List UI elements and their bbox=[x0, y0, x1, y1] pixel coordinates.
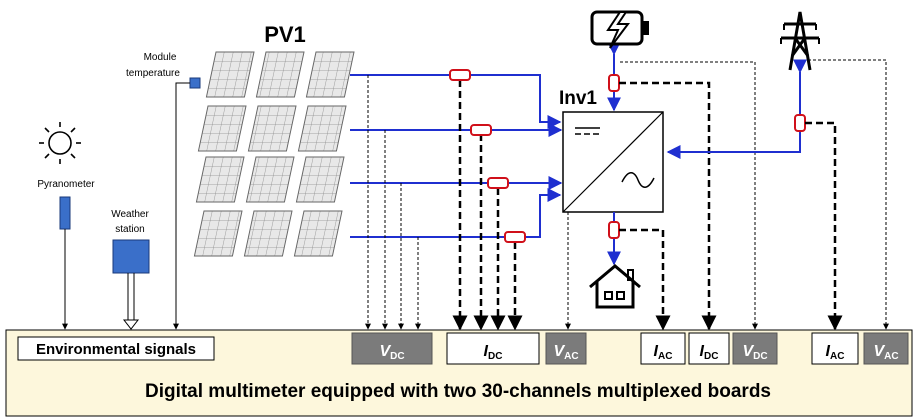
pyranometer-label: Pyranometer bbox=[37, 179, 95, 190]
house-icon bbox=[589, 264, 641, 309]
channel-main: I bbox=[654, 343, 659, 360]
channel-main: V bbox=[873, 343, 885, 360]
channel-main: V bbox=[742, 343, 754, 360]
module-temp-signal bbox=[173, 82, 190, 330]
pv-panel-icon bbox=[193, 210, 343, 257]
multimeter-caption: Digital multimeter equipped with two 30-… bbox=[145, 381, 771, 402]
idc-measure-lines bbox=[452, 80, 523, 331]
grid-link-wire bbox=[666, 59, 807, 159]
module-temp-sensor bbox=[189, 77, 201, 89]
current-sensor-clamps bbox=[449, 69, 526, 243]
pv-panel-icon bbox=[197, 105, 347, 152]
channel-main: V bbox=[553, 343, 565, 360]
module-temp-label-1: Module bbox=[144, 52, 177, 63]
channel-box-vac-2: VAC bbox=[863, 332, 909, 365]
channel-main: I bbox=[700, 343, 705, 360]
pv-array bbox=[193, 51, 355, 257]
channel-box-vdc-2: VDC bbox=[732, 332, 778, 365]
channel-sub: DC bbox=[704, 351, 718, 362]
channel-box-idc-2: IDC bbox=[688, 332, 730, 365]
channel-box-vac-1: VAC bbox=[545, 332, 587, 365]
pyranometer-device bbox=[59, 196, 71, 230]
svg-text:IDC: IDC bbox=[700, 343, 719, 362]
house-current-clamp bbox=[608, 221, 620, 239]
pv-panel-icon bbox=[195, 156, 345, 203]
channel-sub: DC bbox=[390, 351, 404, 362]
svg-text:VAC: VAC bbox=[553, 343, 578, 362]
weather-station-device bbox=[112, 239, 150, 274]
weather-label-2: station bbox=[115, 224, 144, 235]
weather-label-1: Weather bbox=[111, 209, 149, 220]
channel-box-vdc-1: VDC bbox=[351, 332, 433, 365]
channel-main: V bbox=[379, 343, 391, 360]
vdc-measure-lines bbox=[365, 75, 421, 330]
svg-text:VDC: VDC bbox=[742, 343, 767, 362]
channel-sub: DC bbox=[488, 351, 502, 362]
iac-measure-line-1 bbox=[619, 228, 671, 331]
vac-measure-line-1 bbox=[563, 211, 571, 330]
channel-sub: DC bbox=[753, 351, 767, 362]
pv1-title: PV1 bbox=[264, 22, 306, 47]
transmission-tower-icon bbox=[780, 11, 820, 71]
channel-box-iac-2: IAC bbox=[811, 332, 859, 365]
channel-box-iac-1: IAC bbox=[640, 332, 686, 365]
dc-wires bbox=[350, 74, 563, 238]
channel-main: I bbox=[826, 343, 831, 360]
env-signals-label: Environmental signals bbox=[36, 341, 196, 358]
channel-sub: AC bbox=[884, 351, 898, 362]
iac-measure-line-grid bbox=[805, 121, 843, 331]
channel-sub: AC bbox=[830, 351, 844, 362]
svg-text:VAC: VAC bbox=[873, 343, 898, 362]
pv-panel-icon bbox=[205, 51, 355, 98]
svg-text:IDC: IDC bbox=[484, 343, 503, 362]
module-temp-label-2: temperature bbox=[126, 68, 180, 79]
channel-sub: AC bbox=[564, 351, 578, 362]
inv1-label: Inv1 bbox=[559, 88, 597, 109]
weather-station-signal bbox=[122, 273, 140, 330]
battery-icon bbox=[590, 10, 649, 49]
channel-main: I bbox=[484, 343, 489, 360]
channel-sub: AC bbox=[658, 351, 672, 362]
channel-box-idc-1: IDC bbox=[446, 332, 540, 365]
inverter-icon bbox=[562, 111, 664, 213]
svg-text:VDC: VDC bbox=[379, 343, 404, 362]
svg-text:IAC: IAC bbox=[826, 343, 845, 362]
battery-current-clamp bbox=[608, 74, 620, 92]
grid-current-clamp bbox=[794, 114, 806, 132]
sun-icon bbox=[39, 122, 81, 164]
env-signals-box bbox=[17, 336, 215, 361]
vac-measure-line-grid bbox=[808, 59, 889, 330]
svg-text:IAC: IAC bbox=[654, 343, 673, 362]
